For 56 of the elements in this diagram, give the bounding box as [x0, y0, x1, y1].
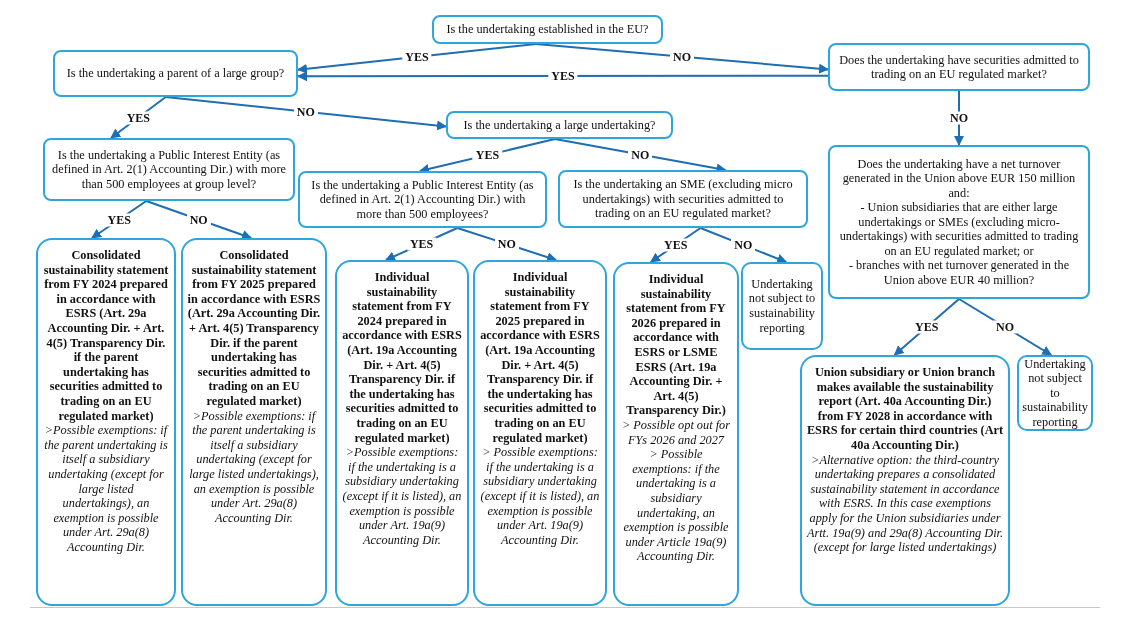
edge-label: YES [402, 50, 432, 64]
note-text: >Possible exemptions: if the parent undertaking is itself a subsidiary undertaking (except for large listed undertakings), an exemption is possible under Art. 29a(8) Accounting Dir. [188, 408, 320, 526]
edge-label: NO [293, 105, 318, 119]
edge-label: YES [548, 69, 578, 83]
outcome-box [800, 355, 1010, 606]
edge-label: NO [628, 148, 653, 161]
outcome-box [335, 260, 469, 606]
note-text: >Possible exemptions: if the parent undertaking is itself a subsidiary undertaking (except for large listed undertakings), an exemption is possible under Art. 29a(8) Accounting Dir. [43, 423, 170, 555]
edge-label: NO [731, 238, 756, 252]
decision-box [446, 111, 673, 139]
note-text: > Possible opt out for FYs 2026 and 2027 [620, 417, 731, 448]
edge-label: NO [186, 213, 211, 226]
outcome-text: Undertaking not subject to sustainability reporting [1022, 356, 1088, 430]
edge-label: NO [993, 320, 1018, 334]
decision-box [828, 43, 1090, 91]
outcome-text: Consolidated sustainability statement from FY 2024 prepared in accordance with ESRS (Art. 29a Accounting Dir. + Art. 4(5) Transparency Dir. if the parent undertaking has securities admitted to trading on an EU regulated market) [42, 248, 170, 424]
edge-label: NO [669, 50, 694, 64]
outcome-text: Individual sustainability statement from FY 2026 prepared in accordance with ESRS or LSME ESRS (Art. 19a Accounting Dir. + Art. 4(5) Transparency Dir.) [625, 272, 727, 418]
outcome-box [473, 260, 607, 606]
outcome-text: Individual sustainability statement from FY 2024 prepared in accordance with ESRS (Art. 19a Accounting Dir. + Art. 4(5) Transparency Dir. if the undertaking has securities admitted to trading on an EU regulated market) [341, 270, 463, 446]
outcome-box [613, 262, 739, 606]
decision-box [432, 15, 663, 44]
question-text: Is the undertaking a Public Interest Entity (as defined in Art. 2(1) Accounting Dir.) with more than 500 employees at group level? [51, 147, 287, 192]
decision-box [53, 50, 298, 97]
note-text: >Possible exemptions: if the undertaking is a subsidiary undertaking (except if it is listed), an exemption is possible under Art. 19a(9) Accounting Dir. [341, 445, 463, 548]
outcome-box [741, 262, 823, 350]
outcome-box [181, 238, 327, 606]
edge-label: YES [104, 213, 134, 226]
decision-box [828, 145, 1090, 299]
note-text: >Alternative option: the third-country undertaking prepares a consolidated sustainability statement in accordance with ESRS. In this case exemptions apply for the Union subsidiaries under Artt. 19a(9) and 29a(8) Accounting Dir. (except for large listed undertakings) [806, 452, 1004, 555]
question-text: - branches with net turnover generated in the Union above EUR 40 million? [847, 258, 1071, 288]
outcome-box [36, 238, 176, 606]
edge-label: NO [494, 237, 519, 251]
question-text: Is the undertaking a Public Interest Entity (as defined in Art. 2(1) Accounting Dir.) with more than 500 employees? [310, 177, 535, 222]
question-text: Is the undertaking a large undertaking? [463, 117, 656, 133]
edge-label: NO [947, 111, 971, 125]
edge-label: YES [406, 237, 437, 251]
outcome-text: Undertaking not subject to sustainability reporting [747, 276, 817, 336]
arrow [297, 71, 829, 82]
question-text: Is the undertaking an SME (excluding micro undertakings) with securities admitted to trading on an EU regulated market? [572, 177, 794, 221]
note-text: > Possible exemptions: if the undertaking is a subsidiary undertaking, an exemption is possible under Article 19a(9) Accounting Dir. [622, 447, 730, 564]
question-text: Is the undertaking established in the EU? [446, 22, 649, 37]
edge-label: YES [472, 148, 503, 162]
decision-box [298, 171, 547, 228]
question-text: Does the undertaking have securities admitted to trading on an EU regulated market? [838, 52, 1080, 82]
question-text: - Union subsidiaries that are either large undertakings or SMEs (excluding micro-undertakings) with securities admitted to trading on an EU regulated market; or [838, 200, 1080, 259]
outcome-text: Union subsidiary or Union branch makes available the sustainability report (Art. 40a Accounting Dir.) from FY 2028 in accordance with ESRS for certain third countries (Art 40a Accounting Dir.) [806, 365, 1004, 453]
question-text: Is the undertaking a parent of a large group? [66, 66, 285, 81]
question-text: Does the undertaking have a net turnover generated in the Union above EUR 150 million and: [841, 156, 1077, 201]
decision-box [558, 170, 808, 228]
arrow [534, 43, 829, 74]
outcome-text: Individual sustainability statement from FY 2025 prepared in accordance with ESRS (Art. 19a Accounting Dir. + Art. 4(5) Transparency Dir. if the undertaking has securities admitted to trading on an EU regulated market) [479, 270, 601, 446]
outcome-text: Consolidated sustainability statement from FY 2025 prepared in accordance with ESRS (Art. 29a Accounting Dir. + Art. 4(5) Transparency Dir. if the parent undertaking has securities admitted to trading on an EU regulated market) [187, 248, 321, 409]
decision-box [43, 138, 295, 201]
note-text: > Possible exemptions: if the undertaking is a subsidiary undertaking (except if it is listed), an exemption is possible under Art. 19a(9) Accounting Dir. [479, 445, 601, 548]
arrow [164, 96, 447, 131]
